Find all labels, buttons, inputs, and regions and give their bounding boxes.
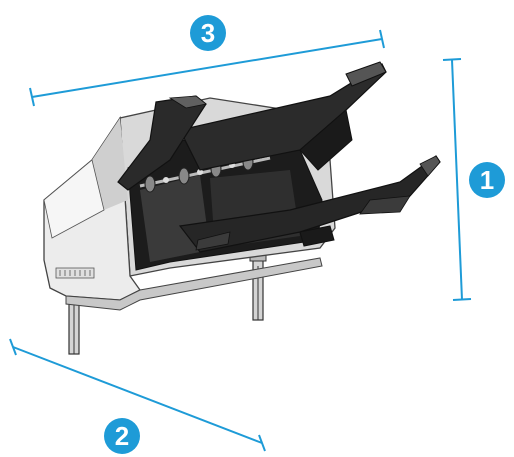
callout-1: 1 xyxy=(469,162,505,198)
callout-3: 3 xyxy=(190,15,226,51)
lower-output-tray xyxy=(178,155,441,253)
right-mounting-pin xyxy=(249,252,267,321)
dimension-line-width xyxy=(29,29,385,107)
upper-output-bin xyxy=(179,63,387,171)
stapler-stacker-device xyxy=(43,61,441,355)
callout-2: 2 xyxy=(104,418,140,454)
vent-grille xyxy=(55,267,95,279)
callout-1-label: 1 xyxy=(480,165,494,195)
dimension-line-height xyxy=(442,58,472,301)
dimension-line-depth xyxy=(9,338,266,452)
callout-3-label: 3 xyxy=(201,18,215,48)
feed-rollers xyxy=(139,153,271,193)
callout-2-label: 2 xyxy=(115,421,129,451)
